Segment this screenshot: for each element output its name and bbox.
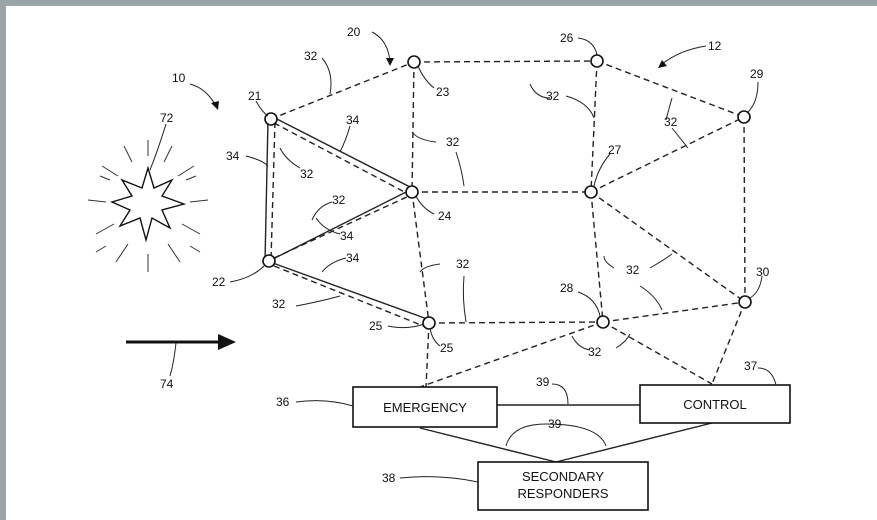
ref-22: 22 [212,275,226,289]
ref-32: 32 [664,115,678,129]
node-29 [737,110,751,124]
secondary-label-line2: RESPONDERS [517,486,608,501]
ref-24: 24 [438,209,452,223]
ref-39-bottom: 39 [548,417,562,431]
control-label: CONTROL [683,397,747,412]
ref-20: 20 [347,25,361,39]
ref-12: 12 [708,39,722,53]
ref-37: 37 [744,359,758,373]
ref-34: 34 [340,229,354,243]
network-nodes [262,54,752,330]
ref-38: 38 [382,471,396,485]
leader-lines [149,31,777,483]
explosion-icon [87,140,209,272]
node-28 [596,315,610,329]
ref-23: 23 [436,85,450,99]
ref-32: 32 [456,257,470,271]
ref-32: 32 [546,89,560,103]
ref-25-lower: 25 [440,341,454,355]
secondary-label-line1: SECONDARY [522,469,604,484]
ref-32: 32 [304,49,318,63]
ref-27: 27 [608,143,622,157]
node-24 [405,185,419,199]
ref-36: 36 [276,395,290,409]
box-links [419,404,713,463]
ref-21: 21 [248,89,262,103]
reference-labels: 10 12 20 21 22 23 24 25 25 26 27 28 29 3… [160,25,770,485]
node-22 [262,254,276,268]
node-30 [738,295,752,309]
emergency-box: EMERGENCY [352,386,498,428]
ref-34: 34 [346,113,360,127]
ref-32: 32 [272,297,286,311]
ref-25-upper: 25 [369,319,383,333]
ref-34: 34 [226,149,240,163]
solid-links [264,115,431,321]
dashed-links [270,60,746,388]
ref-74: 74 [160,377,174,391]
ref-26: 26 [560,31,574,45]
control-box: CONTROL [639,384,791,424]
ref-32: 32 [446,135,460,149]
ref-32: 32 [332,193,346,207]
node-26 [590,54,604,68]
ref-39-top: 39 [536,375,550,389]
ref-28: 28 [560,281,574,295]
ref-34: 34 [346,251,360,265]
node-25 [422,316,436,330]
ref-32: 32 [588,345,602,359]
node-27 [584,185,598,199]
ref-72: 72 [160,111,174,125]
network-diagram-svg: EMERGENCY CONTROL SECONDARY RESPONDERS [87,25,791,511]
ref-29: 29 [750,67,764,81]
ref-32: 32 [626,263,640,277]
ref-10: 10 [172,71,186,85]
arrow-74 [126,334,236,377]
ref-30: 30 [756,265,770,279]
secondary-responders-box: SECONDARY RESPONDERS [477,461,649,511]
ref-32: 32 [300,167,314,181]
emergency-label: EMERGENCY [383,400,467,415]
node-23 [407,55,421,69]
